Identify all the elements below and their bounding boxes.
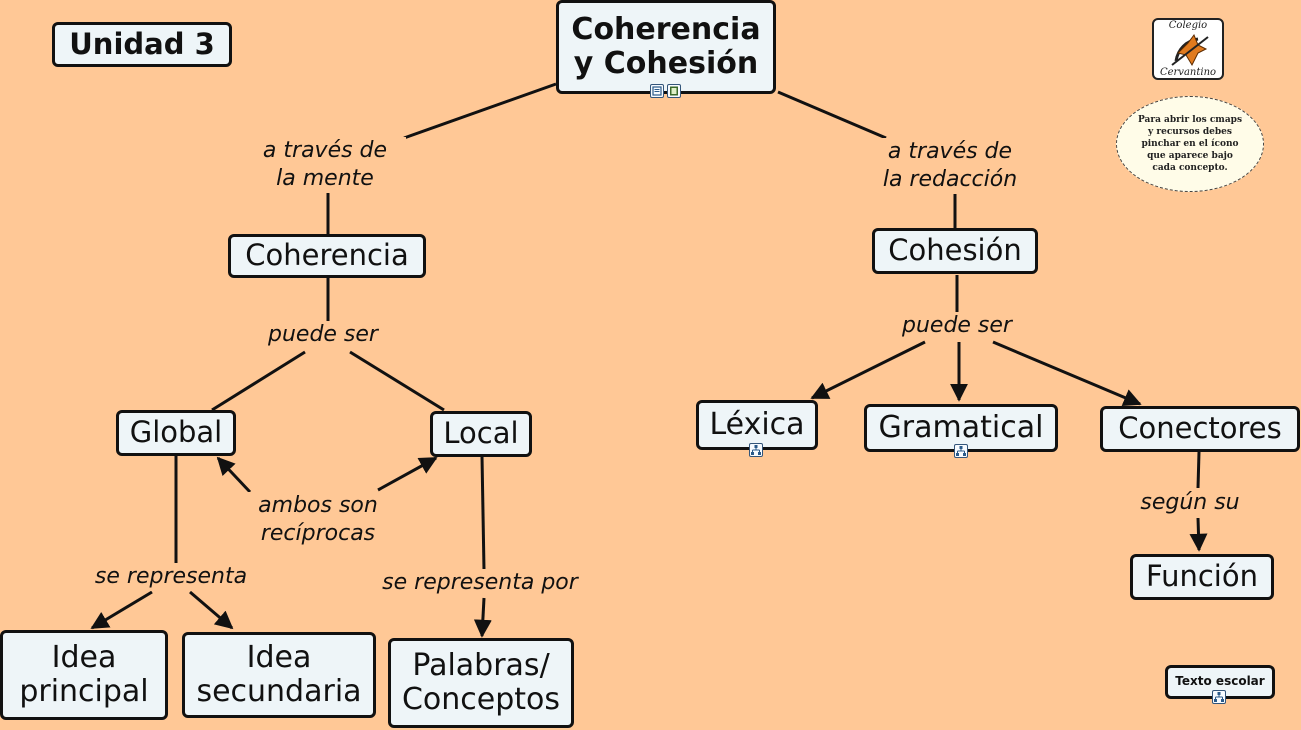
- concept-map-icon[interactable]: [954, 444, 968, 458]
- document-icon[interactable]: [650, 84, 664, 98]
- link-label-reciprocal: ambos son recíprocas: [232, 492, 404, 548]
- unit-label: Unidad 3: [52, 22, 232, 67]
- link-label-cohesion-type: puede ser: [888, 312, 1026, 340]
- root-concept[interactable]: Coherencia y Cohesión: [556, 0, 776, 94]
- concept-local[interactable]: Local: [430, 411, 532, 457]
- concept-funcion[interactable]: Función: [1130, 554, 1274, 600]
- link-label-coherencia-type: puede ser: [258, 321, 388, 349]
- link-label-local-rep: se representa por: [364, 569, 596, 597]
- concept-idea-principal[interactable]: Idea principal: [0, 630, 168, 720]
- link-label-left-top: a través de la mente: [244, 137, 406, 193]
- school-logo: Colegio Cervantino: [1152, 18, 1224, 80]
- logo-top-text: Colegio: [1168, 20, 1208, 31]
- logo-bottom-text: Cervantino: [1159, 67, 1217, 78]
- concept-idea-secundaria[interactable]: Idea secundaria: [182, 632, 376, 718]
- concept-conectores[interactable]: Conectores: [1100, 406, 1300, 452]
- film-icon[interactable]: [667, 84, 681, 98]
- knight-emblem-icon: [1171, 33, 1209, 67]
- link-label-right-top: a través de la redacción: [862, 138, 1038, 194]
- concept-cohesion[interactable]: Cohesión: [872, 228, 1038, 274]
- link-label-conectores-rel: según su: [1128, 489, 1252, 517]
- concept-map-icon[interactable]: [1212, 690, 1226, 704]
- concept-map-icon[interactable]: [749, 443, 763, 457]
- concept-palabras-conceptos[interactable]: Palabras/ Conceptos: [388, 638, 574, 728]
- concept-coherencia[interactable]: Coherencia: [228, 234, 426, 278]
- concept-global[interactable]: Global: [116, 410, 236, 456]
- link-label-global-rep: se representa: [80, 563, 262, 591]
- instruction-note: Para abrir los cmaps y recursos debes pi…: [1116, 96, 1264, 192]
